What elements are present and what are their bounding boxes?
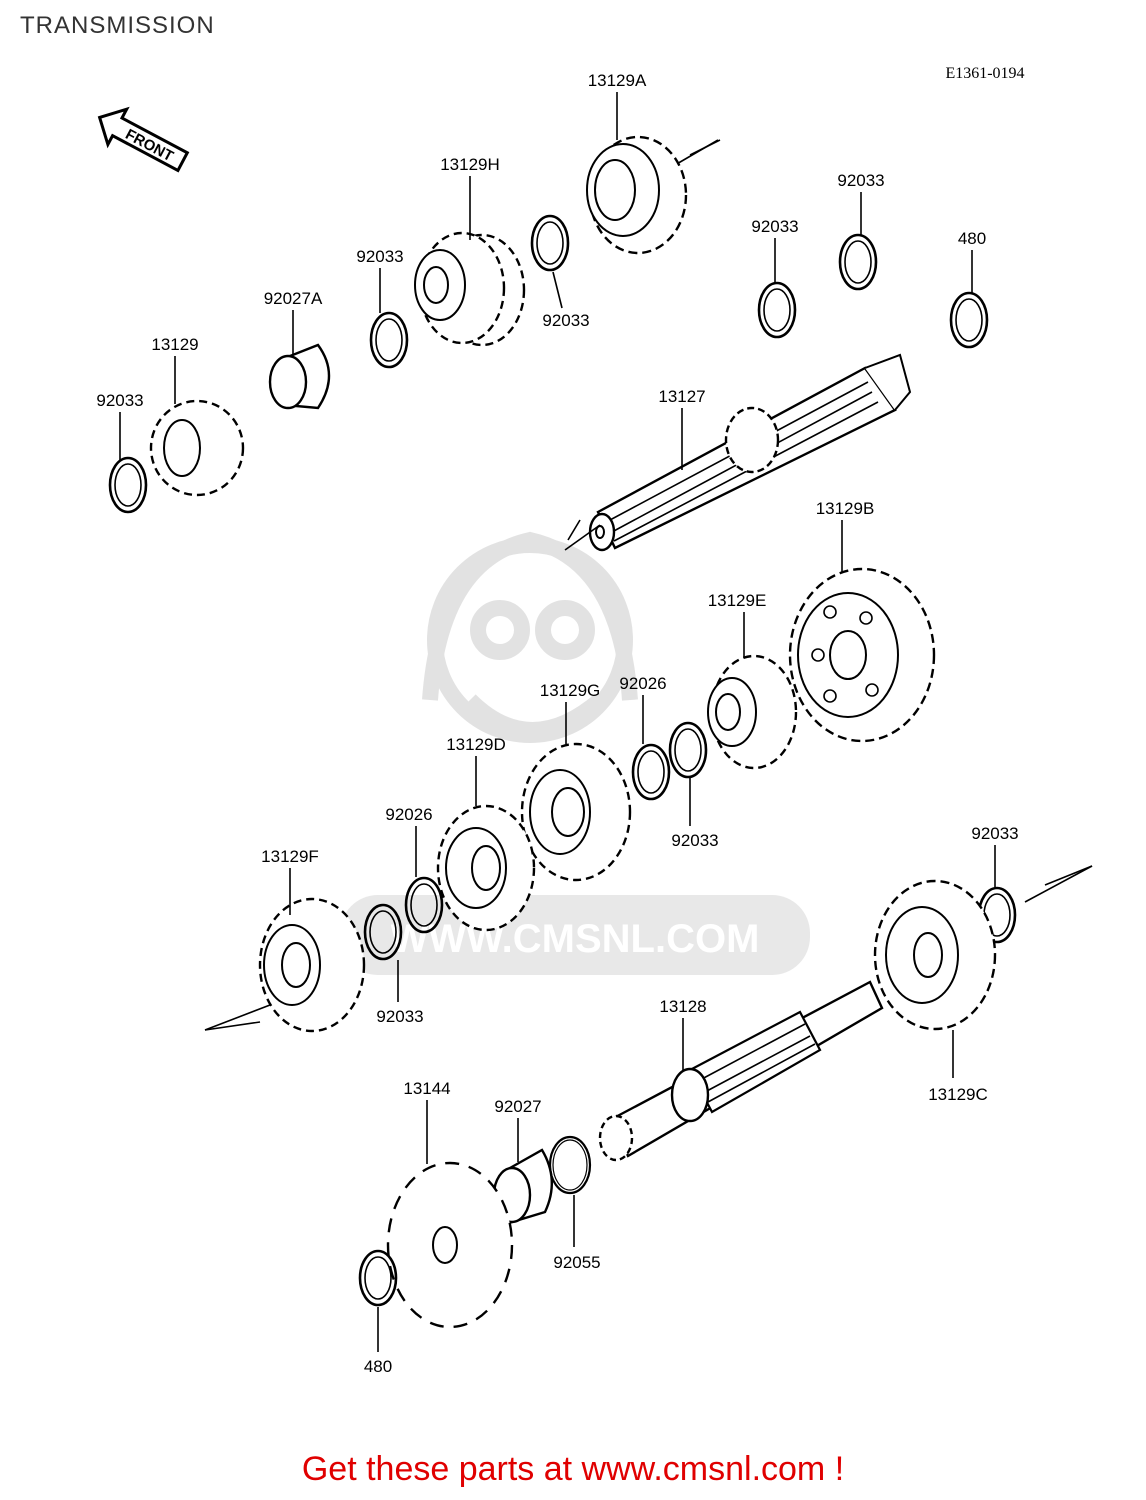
label-92033-far-right: 92033 (971, 824, 1018, 843)
label-13129H: 13129H (440, 155, 500, 174)
gear-13129E (707, 654, 798, 770)
gear-13129D (436, 804, 536, 932)
label-92033-right-2: 92033 (837, 171, 884, 190)
label-13129C: 13129C (928, 1085, 988, 1104)
label-480-lower: 480 (364, 1357, 392, 1376)
label-92027A: 92027A (264, 289, 323, 308)
label-92033-far-left: 92033 (96, 391, 143, 410)
washer-92026-upper (631, 743, 671, 801)
label-480-upper: 480 (958, 229, 986, 248)
watermark-text: WWW.CMSNL.COM (391, 917, 760, 961)
oring-92055 (548, 1135, 592, 1195)
circlip-480-lower (358, 1249, 398, 1307)
ring-92033-far-left (108, 456, 148, 514)
label-13129E: 13129E (708, 591, 767, 610)
ring-92033-mid (668, 721, 708, 779)
label-13127: 13127 (658, 387, 705, 406)
label-13129: 13129 (151, 335, 198, 354)
gear-13129A (586, 135, 688, 255)
page-title: TRANSMISSION (20, 12, 215, 39)
watermark-logo: WWW.CMSNL.COM (340, 531, 810, 975)
label-13129F: 13129F (261, 847, 319, 866)
ring-92033-right-2 (838, 233, 878, 291)
label-13129D: 13129D (446, 735, 506, 754)
gear-13129H (414, 231, 526, 347)
label-92026-upper: 92026 (619, 674, 666, 693)
label-13128: 13128 (659, 997, 706, 1016)
label-92033-mid: 92033 (671, 831, 718, 850)
diagram-code: E1361-0194 (945, 65, 1024, 82)
label-92033-left-h: 92033 (356, 247, 403, 266)
circlip-480-upper (949, 291, 989, 349)
shaft-13128 (598, 980, 884, 1162)
bushing-92027A (268, 343, 331, 410)
gear-13129F (258, 897, 366, 1033)
label-13129B: 13129B (816, 499, 875, 518)
label-92026-lower: 92026 (385, 805, 432, 824)
gear-13129C (873, 879, 997, 1031)
front-arrow-icon: FRONT (97, 106, 190, 173)
label-13129A: 13129A (588, 71, 647, 90)
label-92033-right-1: 92033 (751, 217, 798, 236)
ring-92033-right-1 (757, 281, 797, 339)
shaft-13127 (588, 353, 912, 552)
gear-13129B (788, 567, 936, 743)
label-92027: 92027 (494, 1097, 541, 1116)
exploded-parts-diagram: WWW.CMSNL.COM E1361-0194 FRONT 13129A (96, 65, 1093, 1376)
label-13129G: 13129G (540, 681, 601, 700)
label-13144: 13144 (403, 1079, 450, 1098)
ring-92033-upper-mid (530, 214, 570, 272)
footer-link[interactable]: Get these parts at www.cmsnl.com ! (301, 1450, 845, 1488)
gear-13129 (149, 399, 245, 497)
label-92055: 92055 (553, 1253, 600, 1272)
label-92033-upper-mid: 92033 (542, 311, 589, 330)
ring-92033-left-h (369, 311, 409, 369)
label-92033-lower: 92033 (376, 1007, 423, 1026)
gear-13129G (520, 742, 632, 882)
sprocket-13144 (386, 1161, 514, 1329)
